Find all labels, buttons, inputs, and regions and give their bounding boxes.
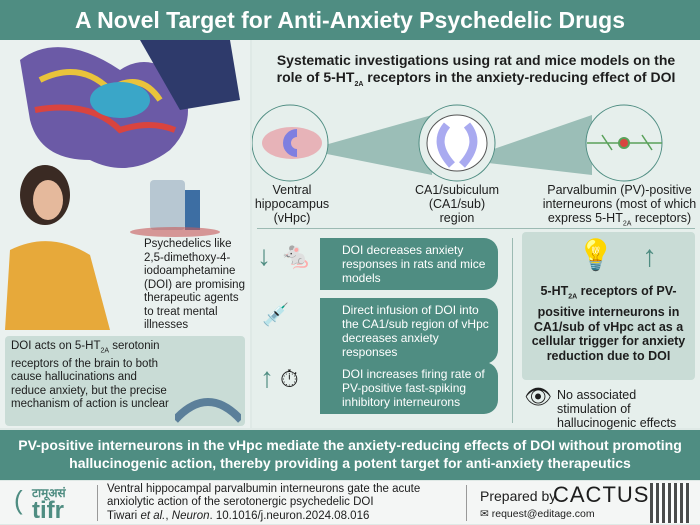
cactus-logo: CACTUS (553, 482, 650, 507)
divider (257, 228, 695, 229)
psychedelics-text: Psychedelics like 2,5-dimethoxy-4-iodoam… (144, 238, 245, 331)
arrow-up-icon: ↑ (642, 240, 657, 273)
footer: ( टामूअसं tifr Ventral hippocampal parva… (0, 481, 700, 524)
divider (97, 485, 98, 521)
lightbulb-icon: 💡 (577, 239, 615, 272)
tifr-logo: tifr (32, 497, 64, 524)
prepared-by: Prepared by (480, 488, 557, 504)
tifr-logo-arc: ( (14, 485, 23, 515)
syringe-icon: 💉 (262, 302, 290, 327)
finding-card: Direct infusion of DOI into the CA1/sub … (320, 298, 498, 364)
mouse-icon: 🐁 (280, 240, 313, 270)
finding-card: DOI decreases anxiety responses in rats … (320, 238, 498, 290)
page-title: A Novel Target for Anti-Anxiety Psychede… (0, 0, 700, 40)
email-link[interactable]: ✉ request@editage.com (480, 508, 595, 520)
tifr-logo-hindi: टामूअसं (32, 486, 66, 500)
arrow-up-icon: ↑ (260, 362, 274, 393)
eye-slash-icon: 👁 (524, 384, 552, 409)
mail-icon: ✉ (480, 508, 489, 520)
summary-banner: PV-positive interneurons in the vHpc med… (0, 430, 700, 480)
doi-info-box: DOI acts on 5-HT2A serotonin receptors o… (5, 336, 245, 426)
divider (466, 485, 467, 521)
brain-zoom-diagram (252, 104, 663, 182)
conclusion-box: 💡 ↑ 5-HT2A receptors of PV-positive inte… (522, 232, 695, 380)
no-hallucination-text: No associated stimulation of hallucinoge… (557, 388, 677, 430)
arrow-down-icon: ↓ (257, 240, 271, 271)
woman-brain-illustration (5, 40, 240, 330)
finding-card: DOI increases firing rate of PV-positive… (320, 362, 498, 414)
doi-info-text: DOI acts on 5-HT2A serotonin receptors o… (11, 340, 169, 411)
conclusion-text: 5-HT2A receptors of PV-positive interneu… (531, 284, 686, 363)
region-label-vhpc: Ventral hippocampus (vHpc) (254, 183, 330, 225)
region-label-ca1: CA1/subiculum (CA1/sub) region (414, 183, 500, 225)
left-panel: Psychedelics like 2,5-dimethoxy-4-iodoam… (0, 40, 250, 428)
qr-code[interactable] (650, 483, 690, 523)
region-label-pv: Parvalbumin (PV)-positive interneurons (… (542, 183, 697, 228)
right-panel: Systematic investigations using rat and … (252, 40, 700, 430)
investigation-header: Systematic investigations using rat and … (276, 52, 676, 88)
divider (512, 238, 513, 423)
paper-title: Ventral hippocampal parvalbumin interneu… (107, 483, 421, 508)
clock-icon: ⏱ (280, 366, 299, 393)
receptor-icon (175, 398, 241, 423)
citation: Tiwari et al., Neuron. 10.1016/j.neuron.… (107, 510, 370, 522)
